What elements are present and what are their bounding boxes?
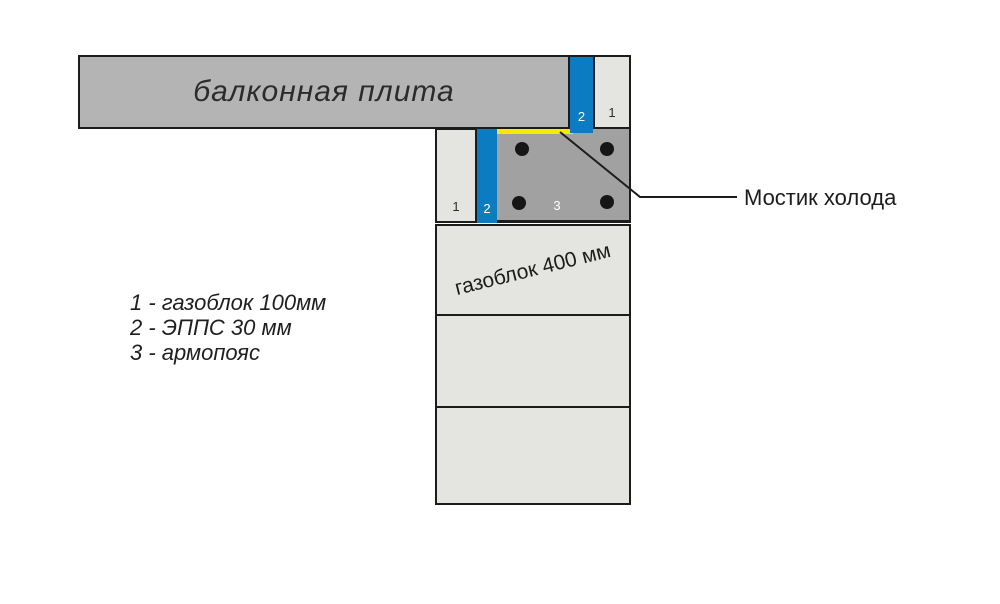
slab-gasblock-100: 1 bbox=[593, 55, 631, 129]
balcony-slab: балконная плита bbox=[78, 55, 570, 129]
armopoyas-block: 3 bbox=[497, 128, 631, 223]
cold-bridge-seam bbox=[497, 128, 573, 134]
slab-epps-marker: 2 bbox=[577, 109, 586, 124]
legend-item-epps: 2 - ЭППС 30 мм bbox=[130, 315, 292, 340]
wall-block-400mm: газоблок 400 мм bbox=[435, 224, 631, 316]
wall-gasblock-marker: 1 bbox=[452, 199, 460, 214]
wall-epps-marker: 2 bbox=[483, 201, 491, 216]
armopoyas-marker: 3 bbox=[553, 198, 561, 213]
wall-epps-strip: 2 bbox=[477, 128, 497, 223]
slab-gasblock-marker: 1 bbox=[608, 105, 616, 120]
wall-block-3 bbox=[435, 406, 631, 505]
rebar-dot bbox=[512, 196, 526, 210]
wall-block-2 bbox=[435, 314, 631, 408]
legend: 1 - газоблок 100мм 2 - ЭППС 30 мм 3 - ар… bbox=[130, 290, 326, 365]
rebar-dot bbox=[600, 195, 614, 209]
wall-block-label: газоблок 400 мм bbox=[452, 239, 614, 300]
balcony-slab-label: балконная плита bbox=[193, 75, 455, 108]
legend-item-gasblock: 1 - газоблок 100мм bbox=[130, 290, 327, 315]
legend-item-armopoyas: 3 - армопояс bbox=[130, 340, 260, 365]
wall-gasblock-100: 1 bbox=[435, 128, 477, 223]
rebar-dot bbox=[515, 142, 529, 156]
slab-epps-strip: 2 bbox=[570, 55, 593, 133]
cold-bridge-callout: Мостик холода bbox=[744, 185, 897, 210]
rebar-dot bbox=[600, 142, 614, 156]
